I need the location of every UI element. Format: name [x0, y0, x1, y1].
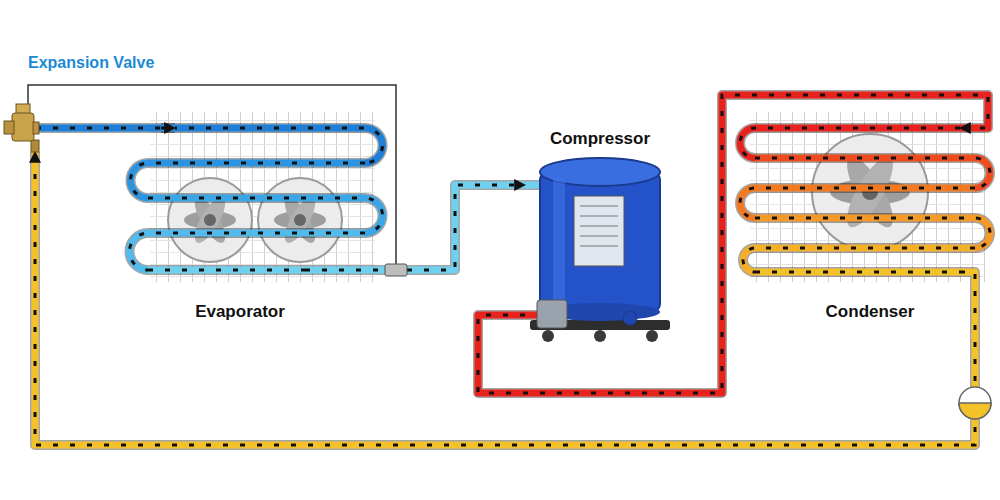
- plate-line: [580, 226, 618, 227]
- pipe-body: [478, 95, 988, 393]
- component-label: Compressor: [550, 129, 650, 149]
- compressor-foot: [542, 330, 554, 342]
- compressor-highlight: [553, 178, 565, 306]
- refrigerant-pipe: [35, 152, 975, 445]
- receiver-tank: [959, 387, 991, 419]
- refrigerant-pipe: [478, 95, 988, 393]
- flow-arrow: [35, 152, 975, 445]
- pipe-outline: [35, 152, 975, 445]
- expansion-valve-symbol: [4, 104, 39, 152]
- component-box: Expansion Valve: [24, 50, 161, 152]
- pipe-body: [161, 125, 175, 132]
- component-box: Evaporator: [175, 100, 305, 325]
- flow-dashes: [36, 128, 990, 272]
- condenser-fins: [750, 112, 985, 282]
- valve-nut: [4, 121, 14, 134]
- compressor-foot: [594, 330, 606, 342]
- evaporator-fan: [258, 178, 342, 262]
- plate-line: [580, 216, 618, 217]
- receiver-liquid: [959, 403, 991, 419]
- capillary-tube: [28, 85, 396, 264]
- pipe-body: [35, 152, 975, 445]
- plate-line: [580, 236, 618, 237]
- pipe-outline: [305, 185, 525, 270]
- component-label: Condenser: [826, 302, 915, 322]
- evaporator-fan: [168, 178, 252, 262]
- component-label: Expansion Valve: [28, 53, 154, 72]
- plate-line: [580, 206, 618, 207]
- refrigerant-pipe: [161, 128, 175, 129]
- fan-hub: [294, 214, 306, 226]
- fan-hub: [204, 214, 216, 226]
- flow-arrow: [305, 185, 525, 270]
- flow-arrow: [161, 127, 175, 130]
- compressor-plate: [574, 196, 624, 266]
- coil-pipe: [36, 128, 990, 315]
- plate-line: [580, 246, 618, 247]
- pipe-outline: [161, 123, 175, 133]
- component-box: Compressor: [525, 126, 675, 326]
- flow-arrow: [478, 95, 988, 393]
- fan-guard: [258, 178, 342, 262]
- compressor-body: [530, 158, 670, 342]
- valve-body: [12, 113, 34, 141]
- compressor-foot: [646, 330, 658, 342]
- pipe-outline: [478, 95, 988, 393]
- sensing-bulb: [385, 264, 407, 276]
- coil-outline: [36, 128, 990, 315]
- component-box: Condenser: [780, 110, 960, 325]
- pipe-body: [305, 185, 525, 270]
- fan-guard: [168, 178, 252, 262]
- valve-outlet: [33, 122, 39, 134]
- receiver-shell: [959, 387, 991, 419]
- discharge-fitting: [537, 300, 567, 328]
- compressor-shell: [540, 172, 660, 312]
- compressor-boss: [623, 311, 637, 325]
- component-label: Evaporator: [195, 302, 285, 322]
- valve-stub: [31, 140, 39, 152]
- refrigerant-pipe: [305, 185, 525, 270]
